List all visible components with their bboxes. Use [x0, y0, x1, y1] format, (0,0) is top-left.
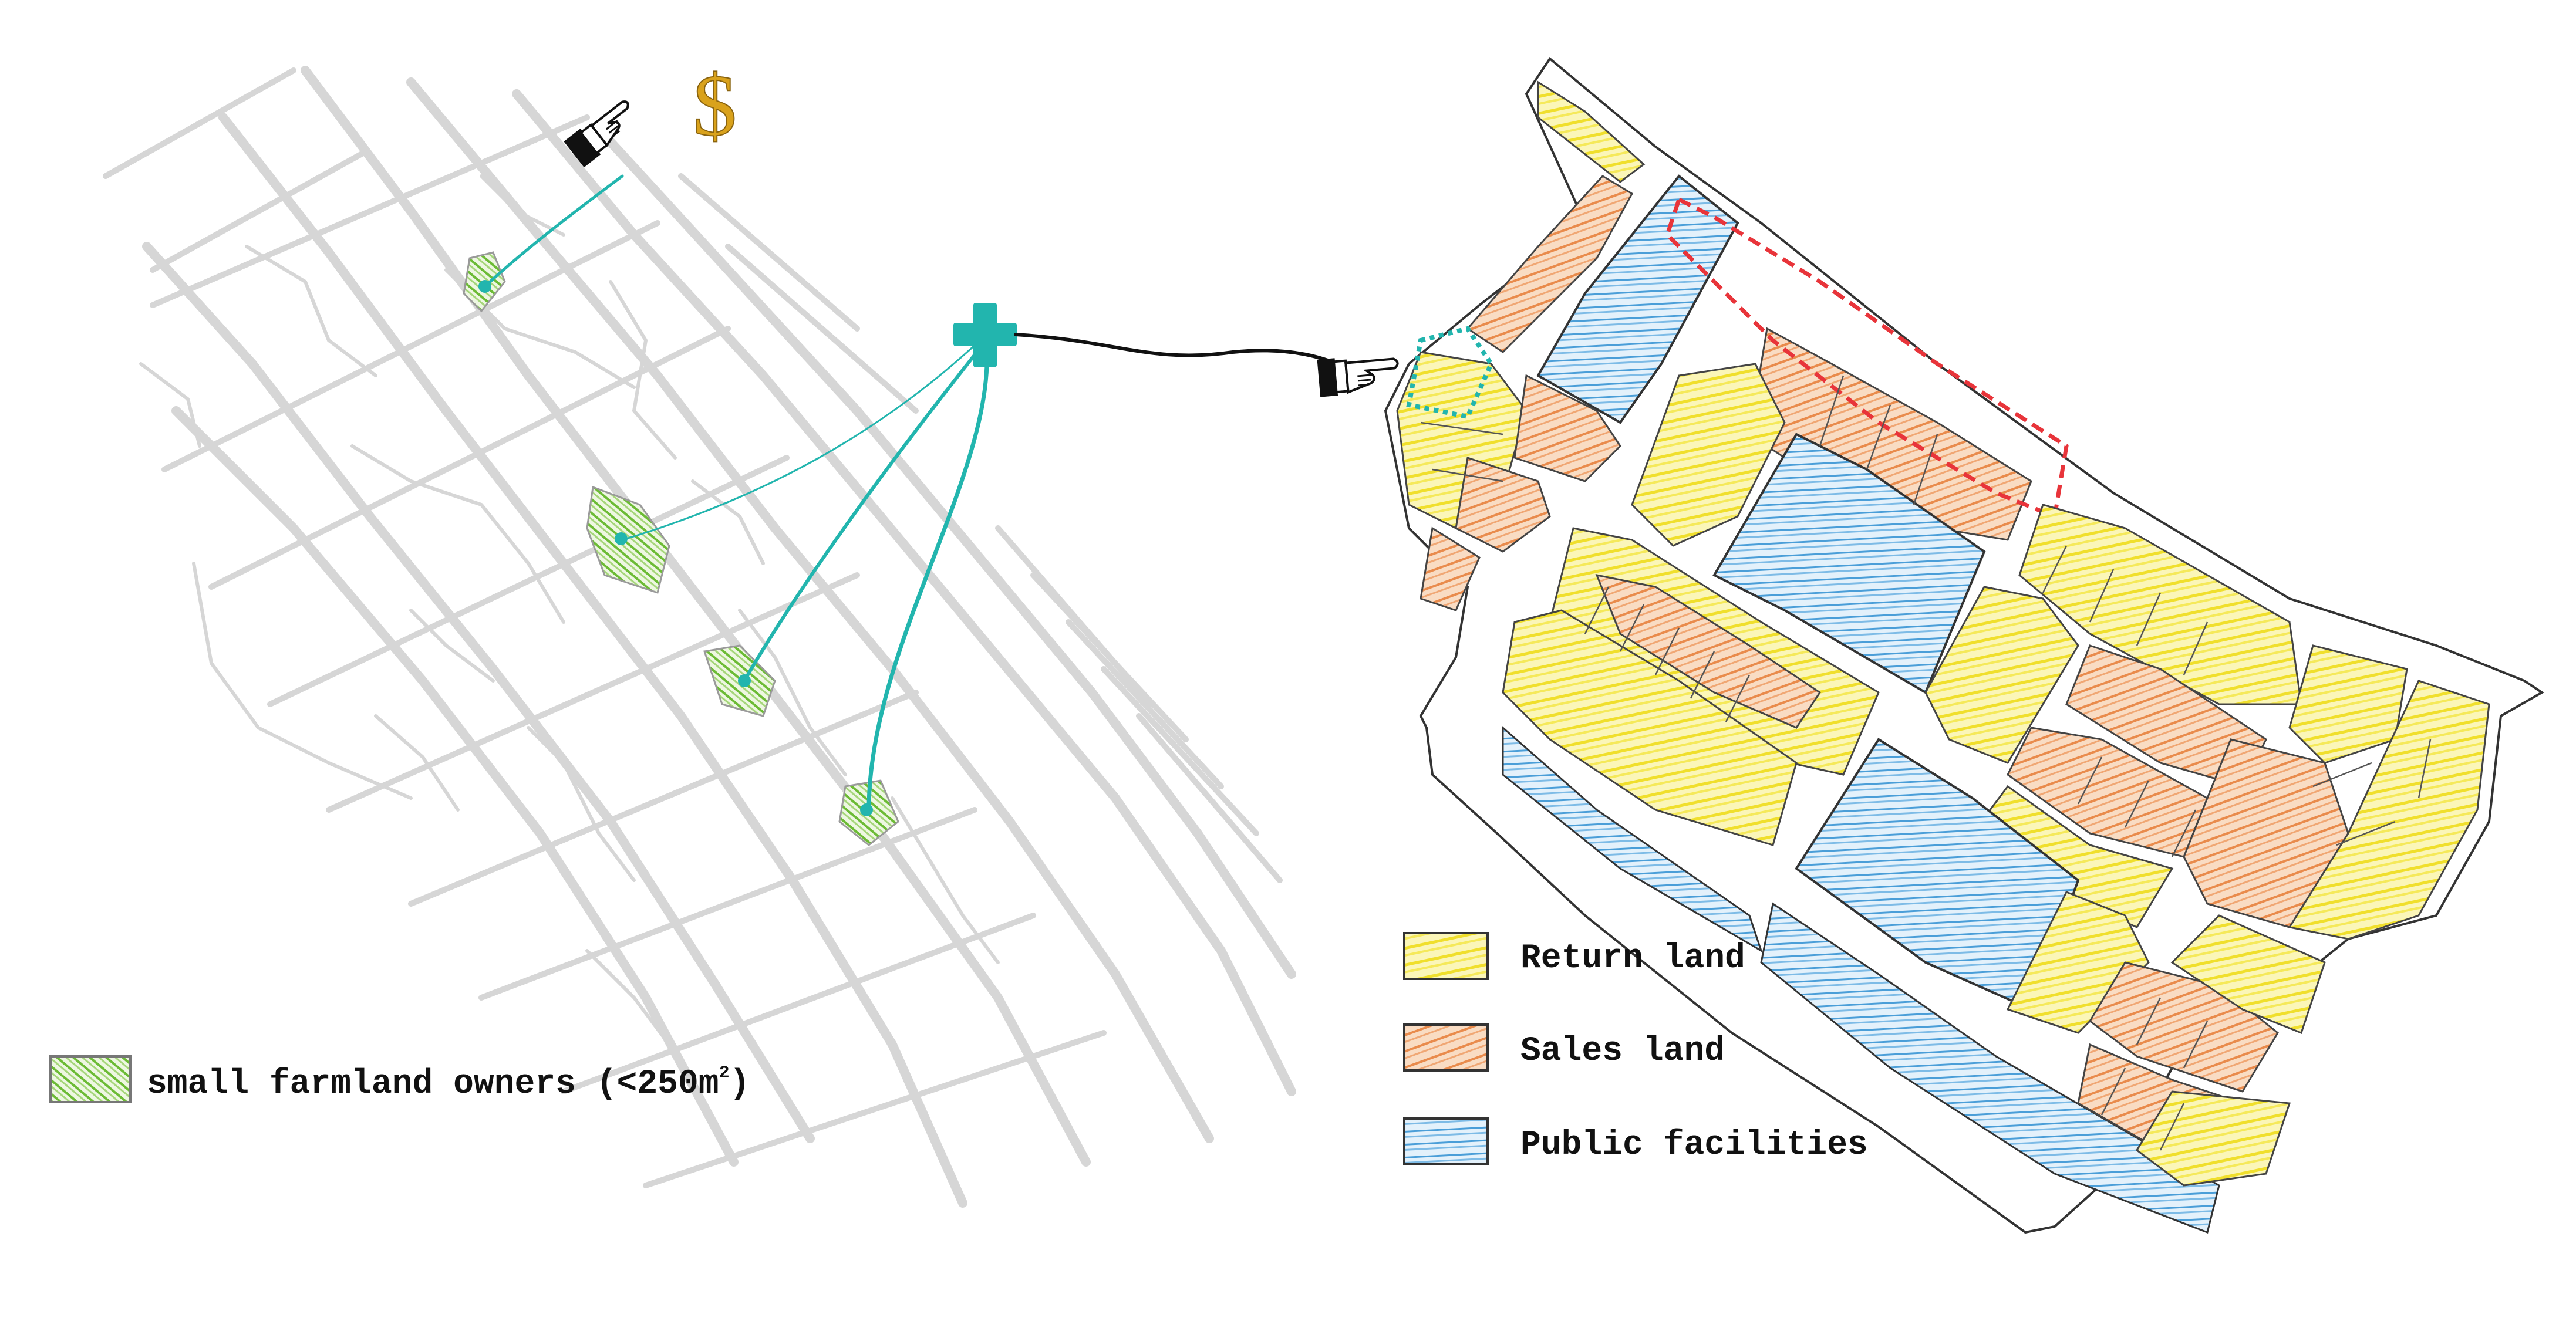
- return-land-block[interactable]: [1924, 586, 2079, 764]
- parcel-nodes: [478, 280, 873, 816]
- farmland-legend-swatch: [49, 1055, 132, 1103]
- readjusted-land-plan: [1384, 57, 2544, 1234]
- return-land-block[interactable]: [2288, 680, 2490, 940]
- return-land-block[interactable]: [1502, 609, 1798, 846]
- return-land-block[interactable]: [1631, 363, 1786, 547]
- return-land-block[interactable]: [1537, 80, 1646, 183]
- farmland-parcel-2[interactable]: [586, 485, 670, 594]
- legend-label-sales-land: Sales land: [1520, 1032, 1725, 1070]
- return-land-block[interactable]: [2170, 914, 2326, 1034]
- sales-land-block[interactable]: [1455, 457, 1551, 553]
- return-land-block[interactable]: [2288, 644, 2408, 764]
- node-parcel-4[interactable]: [860, 803, 873, 816]
- link-to-dollar: [483, 174, 624, 288]
- sales-land-block[interactable]: [1513, 374, 1621, 482]
- existing-road-network: [103, 66, 1296, 1208]
- public-facilities-block[interactable]: [1760, 902, 2220, 1234]
- farmland-legend-label: small farmland owners (<250m: [147, 1065, 719, 1103]
- consolidation-connector: [1014, 333, 1352, 371]
- consolidated-parcel-outline[interactable]: [1406, 326, 1494, 420]
- legend-item-public-facilities: Public facilities: [1403, 1117, 1868, 1165]
- return-land-block[interactable]: [2136, 1090, 2291, 1187]
- farmland-legend-superscript: 2: [719, 1063, 730, 1083]
- node-parcel-1[interactable]: [478, 280, 491, 293]
- node-parcel-2[interactable]: [615, 532, 628, 545]
- land-use-legend: Return land Sales land Public facilities: [1403, 932, 1868, 1165]
- link-parcel-4: [866, 338, 989, 812]
- link-parcel-3: [743, 339, 988, 683]
- svg-text:small farmland owners (<250m2): small farmland owners (<250m2): [147, 1063, 750, 1103]
- sales-land-block[interactable]: [1595, 573, 1822, 729]
- legend-label-return-land: Return land: [1520, 940, 1745, 978]
- link-parcel-2: [621, 333, 987, 541]
- pointing-hand-icon: [1317, 357, 1399, 397]
- public-facilities-block[interactable]: [1502, 725, 1763, 953]
- legend-label-public-facilities: Public facilities: [1520, 1126, 1868, 1164]
- node-parcel-3[interactable]: [738, 674, 751, 687]
- legend-swatch-sales-land: [1403, 1023, 1489, 1072]
- sales-land-block[interactable]: [1466, 175, 1634, 353]
- legend-swatch-return-land: [1403, 932, 1489, 980]
- legend-swatch-public-facilities: [1403, 1117, 1489, 1165]
- dollar-icon: $: [693, 57, 737, 154]
- return-land-block[interactable]: [2018, 504, 2302, 705]
- plus-icon[interactable]: [953, 303, 1017, 367]
- legend-item-sales-land: Sales land: [1403, 1023, 1725, 1072]
- farmland-legend: small farmland owners (<250m2): [49, 1055, 750, 1103]
- pointing-hand-icon: [564, 100, 629, 168]
- sales-land-block[interactable]: [1420, 526, 1481, 611]
- public-facilities-block[interactable]: [1536, 174, 1739, 424]
- sales-land-block[interactable]: [1748, 327, 2032, 541]
- farmland-legend-suffix: ): [730, 1065, 750, 1103]
- legend-item-return-land: Return land: [1403, 932, 1745, 980]
- consolidation-links: [483, 174, 989, 812]
- farmland-parcels: [463, 251, 899, 846]
